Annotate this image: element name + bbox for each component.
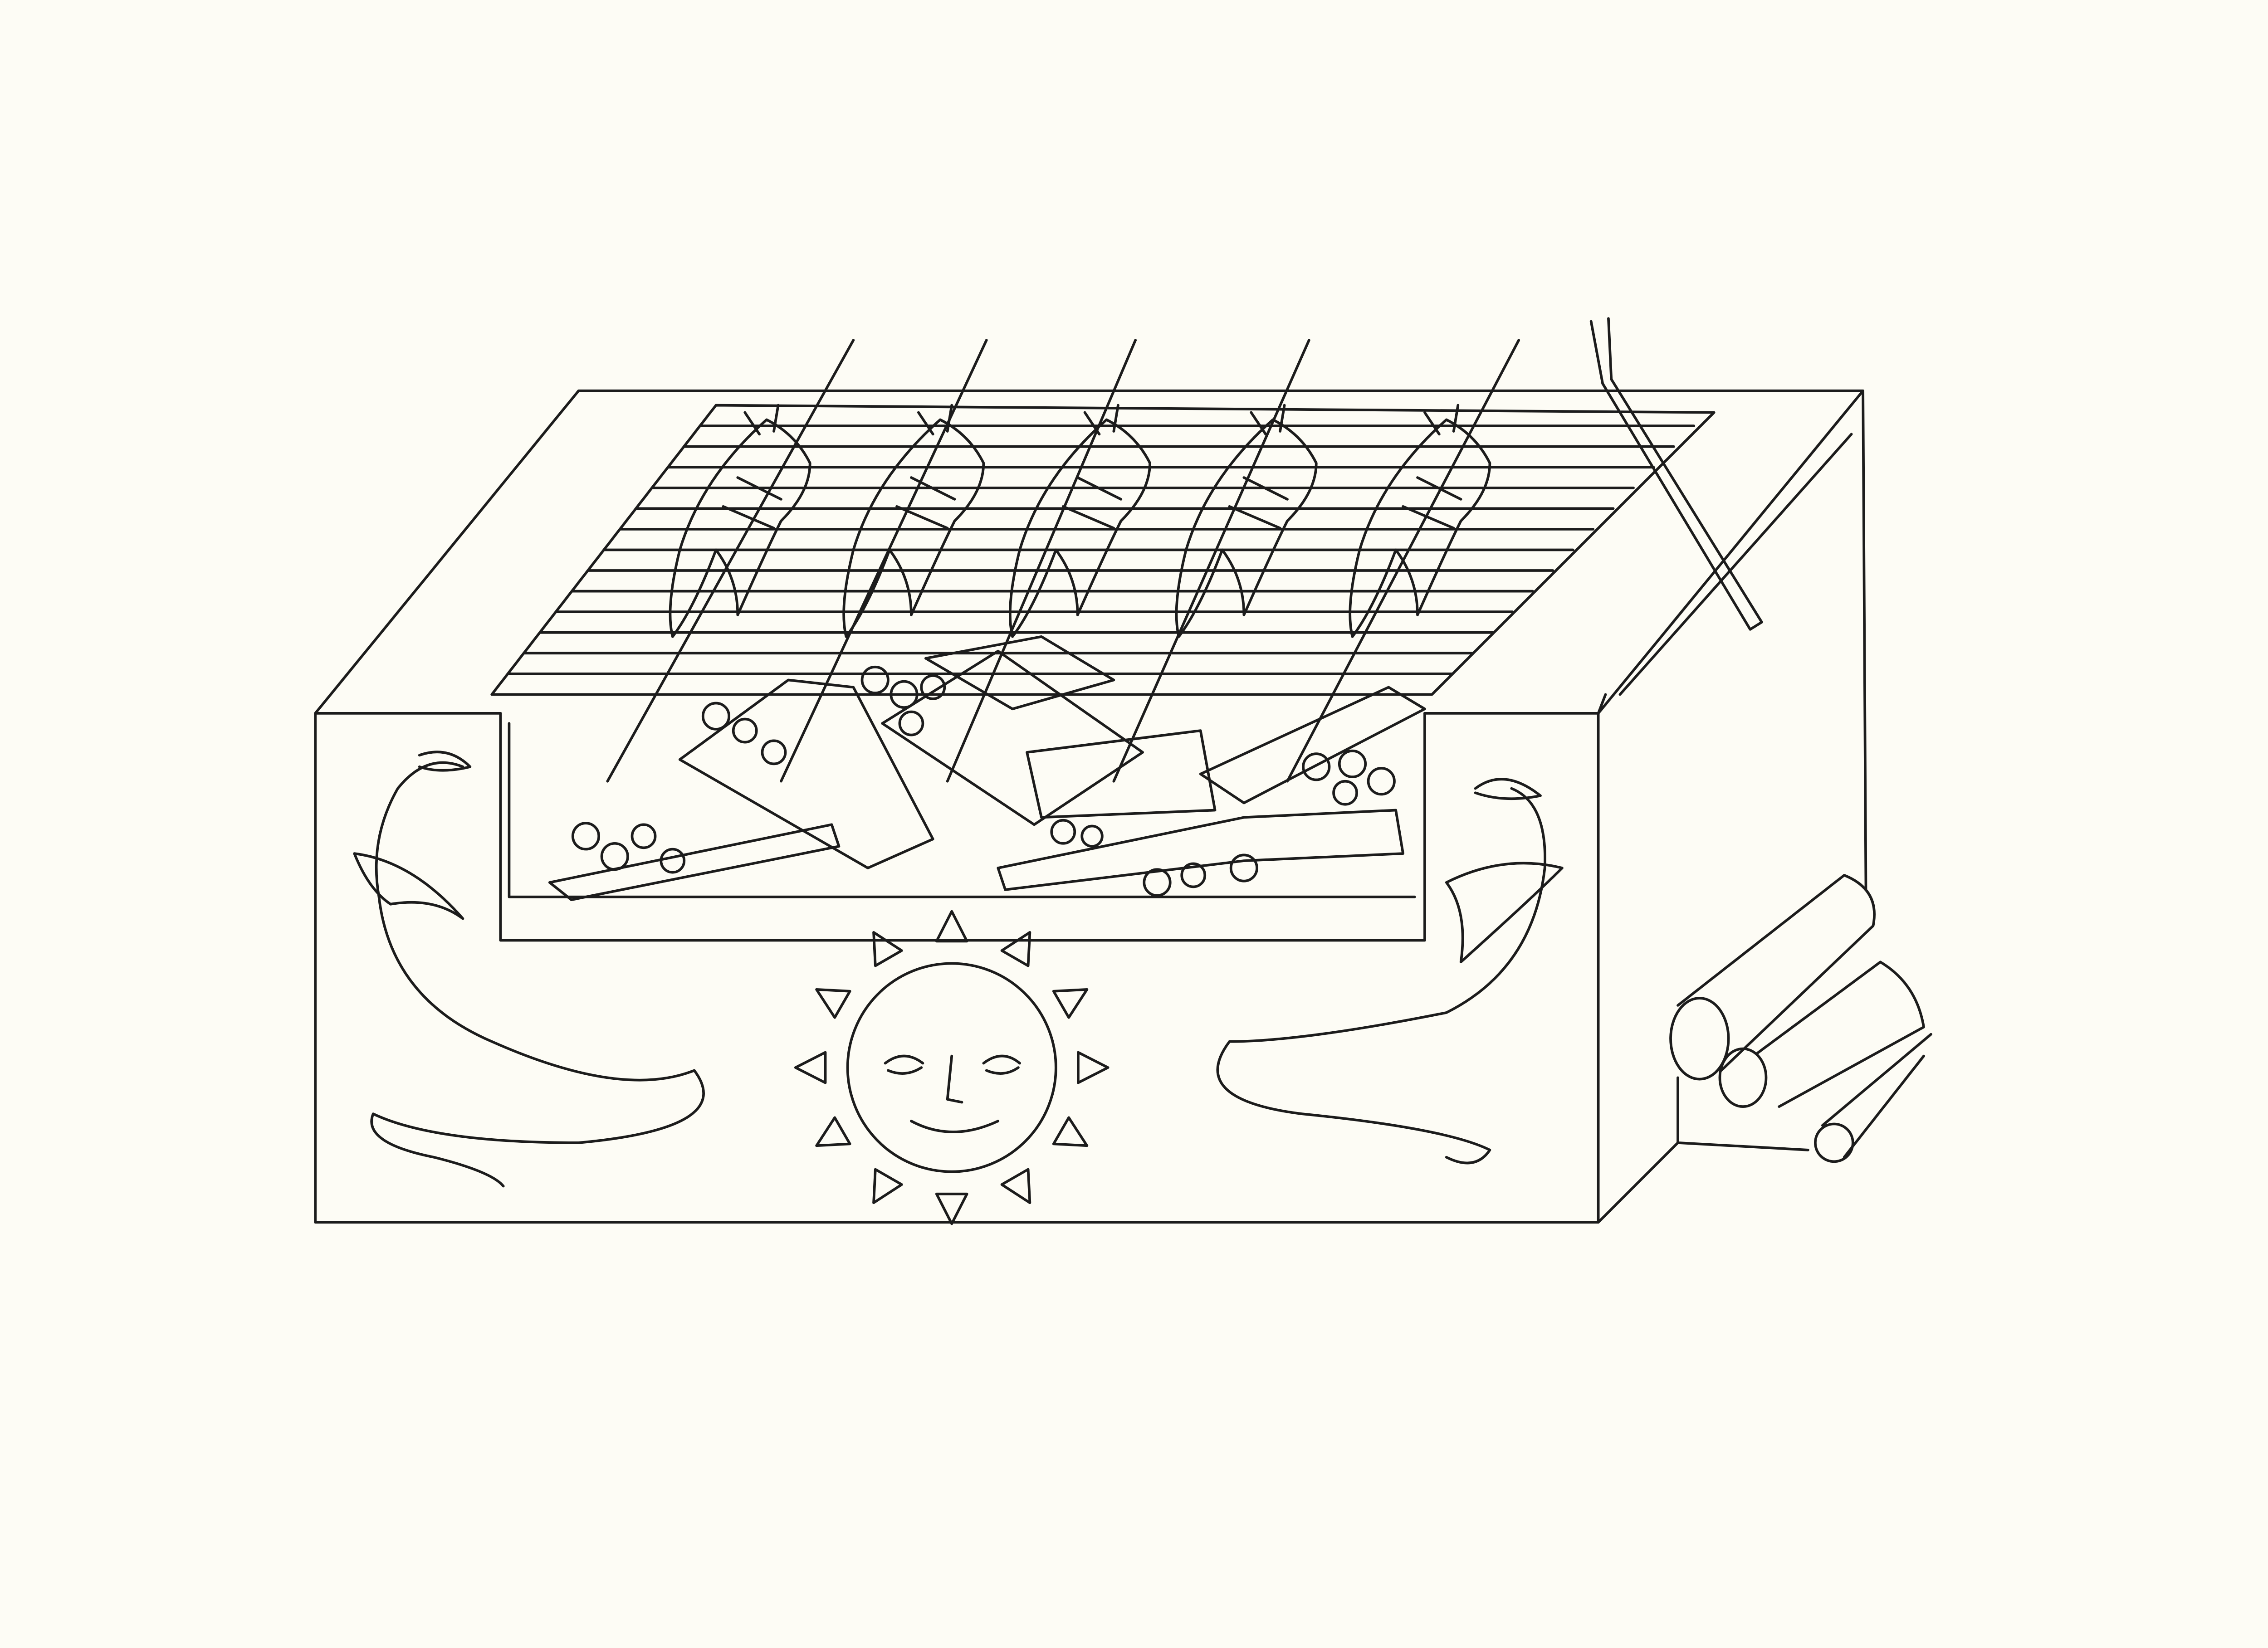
fire-logs <box>548 635 1426 902</box>
sun-ray <box>1077 1051 1110 1084</box>
sun-ray <box>1000 1168 1031 1204</box>
log <box>1026 729 1217 819</box>
skewered-bird <box>780 339 988 783</box>
snake-body <box>370 761 705 1188</box>
grill-fork <box>1589 317 1763 631</box>
log-pile <box>1669 874 1932 1163</box>
bird-body <box>1175 418 1318 638</box>
opening-inner <box>508 722 1416 898</box>
log <box>1677 874 1876 1072</box>
skewered-bird <box>606 339 855 783</box>
bird-feathers <box>1402 404 1462 530</box>
snake-wing <box>1445 862 1564 964</box>
bird-body <box>1349 418 1491 638</box>
skewer <box>1112 339 1310 783</box>
bird-body <box>842 418 985 638</box>
skewers <box>606 339 1520 783</box>
sun-face <box>846 962 1057 1173</box>
log <box>1199 686 1426 804</box>
sun-eyes <box>884 1054 1021 1075</box>
skewer <box>780 339 988 783</box>
snake-right <box>1216 778 1564 1165</box>
skewered-bird <box>946 339 1151 783</box>
log <box>678 678 934 869</box>
fork-tines <box>1589 317 1613 385</box>
grate-frame <box>490 404 1716 696</box>
skewer <box>606 339 855 783</box>
log <box>1756 961 1925 1108</box>
sun-emblem <box>794 910 1110 1225</box>
paper-background <box>0 0 2268 1549</box>
coals <box>571 665 1396 897</box>
log <box>997 809 1404 891</box>
log <box>548 823 841 902</box>
sun-ray <box>872 1168 903 1204</box>
bird-body <box>1008 418 1151 638</box>
sun-ray <box>935 1192 968 1225</box>
log-end <box>1718 1047 1768 1108</box>
bird-body <box>669 418 811 638</box>
snake-wing <box>353 852 464 920</box>
sun-ray <box>815 988 851 1019</box>
sun-ray <box>1052 1116 1089 1147</box>
sun-ray <box>815 1116 851 1147</box>
log <box>1677 1033 1932 1159</box>
sun-nose <box>946 1054 963 1104</box>
skewered-bird <box>1286 339 1520 783</box>
bird-feathers <box>1228 404 1289 530</box>
snake-left <box>353 751 705 1188</box>
sun-mouth <box>910 1120 1000 1133</box>
box-right-side <box>1597 389 1867 1224</box>
snake-head <box>418 751 472 772</box>
grill-illustration <box>0 0 2268 1549</box>
bird-feathers <box>722 404 782 530</box>
fork-handle <box>1601 378 1763 631</box>
box-top-edges <box>314 389 1865 715</box>
snake-head <box>1474 778 1542 800</box>
bird-feathers <box>895 404 956 530</box>
skewered-bird <box>1112 339 1318 783</box>
sun-ray <box>1000 931 1031 967</box>
bird-feathers <box>1061 404 1123 530</box>
skewer <box>946 339 1137 783</box>
log-end <box>1669 997 1730 1081</box>
log <box>924 635 1115 711</box>
right-side-inner <box>1597 433 1853 715</box>
sun-ray <box>1052 988 1089 1019</box>
sun-ray <box>935 910 968 943</box>
sun-ray <box>872 931 903 967</box>
sun-rays <box>794 910 1110 1225</box>
log <box>881 649 1144 826</box>
log-end <box>1814 1122 1854 1163</box>
sun-ray <box>794 1051 827 1084</box>
